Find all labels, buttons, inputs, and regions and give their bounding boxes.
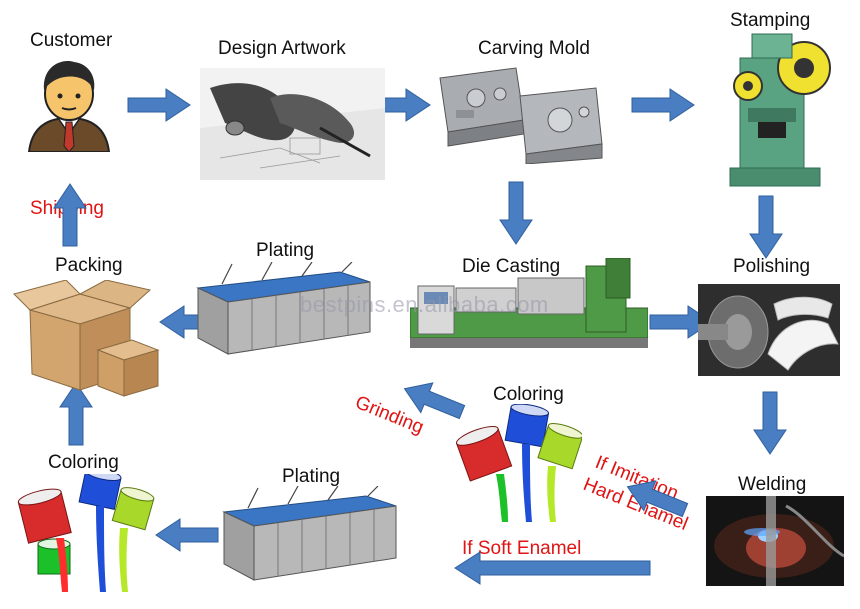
stamping-label: Stamping [730, 10, 811, 31]
packing-label: Packing [55, 255, 123, 276]
welding-label: Welding [738, 474, 807, 495]
arrow-imitation [621, 471, 692, 526]
carving-mold-label: Carving Mold [478, 38, 590, 59]
coloring-left-label: Coloring [48, 452, 119, 473]
coloring-mid-image [456, 404, 582, 522]
carving-mold-image [436, 60, 604, 164]
arrow-plating-coloring [155, 518, 219, 552]
arrow-carving-stamping [631, 88, 695, 122]
arrow-customer-design [127, 88, 191, 122]
arrow-packing-customer [53, 183, 87, 247]
design-artwork-label: Design Artwork [218, 38, 346, 59]
stamping-press-image [718, 28, 834, 188]
plating-top-label: Plating [256, 240, 315, 261]
welding-image [706, 496, 844, 586]
die-casting-machine-image [410, 258, 648, 350]
arrow-stamping-polishing [749, 195, 783, 259]
coloring-mid-label: Coloring [493, 384, 564, 405]
arrow-carving-diecasting [499, 181, 533, 245]
polishing-image [698, 284, 840, 376]
packing-box-image [10, 280, 160, 398]
plating-line-bottom-image [218, 486, 402, 584]
customer-label: Customer [30, 30, 113, 51]
polishing-label: Polishing [733, 256, 811, 277]
if-soft-enamel-label: If Soft Enamel [462, 538, 582, 559]
plating-bottom-label: Plating [282, 466, 341, 487]
coloring-left-image [16, 474, 156, 592]
arrow-soft-enamel [454, 551, 651, 585]
die-casting-label: Die Casting [462, 256, 561, 277]
plating-line-top-image [192, 262, 376, 358]
watermark-text: bestpins.en.alibaba.com [300, 292, 549, 317]
customer-avatar [24, 56, 114, 152]
design-artwork-image [200, 68, 385, 180]
arrow-polishing-welding [753, 391, 787, 455]
